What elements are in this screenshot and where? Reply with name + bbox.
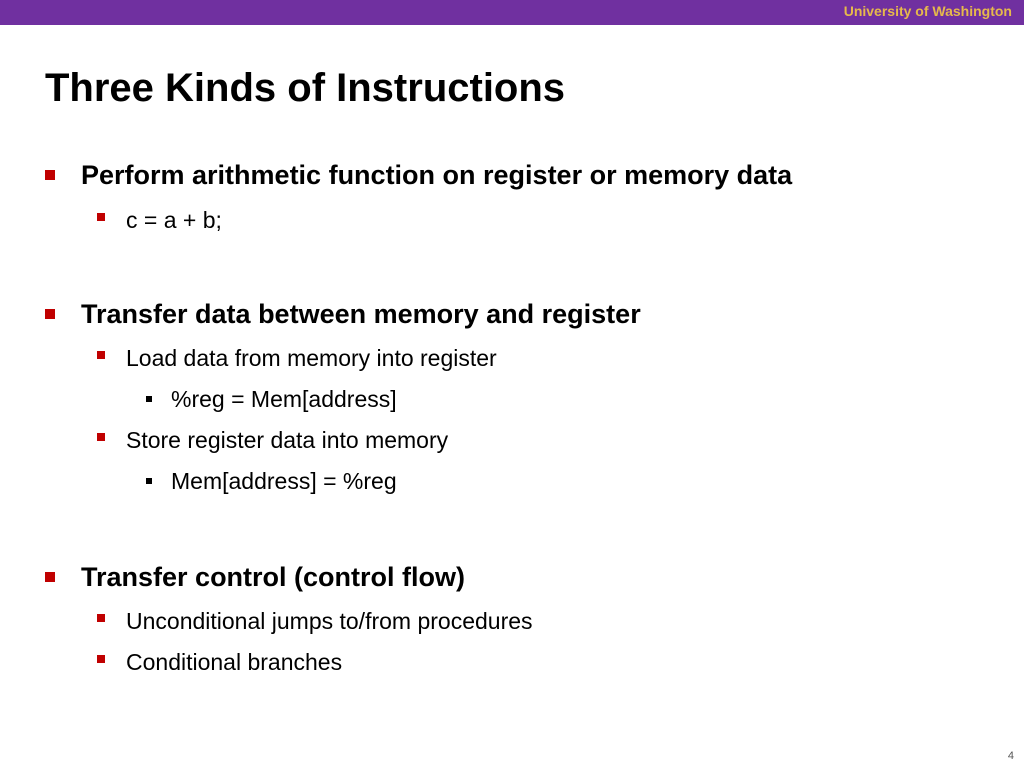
list-item: Store register data into memory xyxy=(97,426,448,454)
sub-list-item: %reg = Mem[address] xyxy=(146,385,397,413)
section-heading-text: Transfer data between memory and registe… xyxy=(81,299,641,329)
square-bullet-icon xyxy=(97,350,105,359)
list-item: Load data from memory into register xyxy=(97,344,497,372)
square-bullet-icon xyxy=(146,477,152,484)
sub-list-item: Mem[address] = %reg xyxy=(146,467,397,495)
square-bullet-icon xyxy=(45,571,55,582)
list-item-text: c = a + b; xyxy=(126,207,222,233)
square-bullet-icon xyxy=(97,613,105,622)
slide-title: Three Kinds of Instructions xyxy=(45,66,566,110)
sub-list-item-text: Mem[address] = %reg xyxy=(171,468,397,494)
list-item-text: Load data from memory into register xyxy=(126,345,497,371)
section-heading-text: Transfer control (control flow) xyxy=(81,562,466,592)
square-bullet-icon xyxy=(97,212,105,221)
square-bullet-icon xyxy=(146,395,152,402)
square-bullet-icon xyxy=(97,654,105,663)
section-heading-transfer-control: Transfer control (control flow) xyxy=(45,560,465,594)
section-heading-arithmetic: Perform arithmetic function on register … xyxy=(45,158,792,192)
header-bar: University of Washington xyxy=(0,0,1024,25)
list-item: Conditional branches xyxy=(97,648,342,676)
section-heading-text: Perform arithmetic function on register … xyxy=(81,160,793,190)
page-number: 4 xyxy=(1007,750,1014,762)
square-bullet-icon xyxy=(45,308,55,319)
square-bullet-icon xyxy=(45,169,55,180)
list-item: Unconditional jumps to/from procedures xyxy=(97,607,533,635)
square-bullet-icon xyxy=(97,432,105,441)
sub-list-item-text: %reg = Mem[address] xyxy=(171,386,397,412)
list-item-text: Store register data into memory xyxy=(126,427,449,453)
list-item-text: Conditional branches xyxy=(126,649,343,675)
list-item: c = a + b; xyxy=(97,206,222,234)
institution-label: University of Washington xyxy=(843,3,1012,19)
section-heading-transfer-data: Transfer data between memory and registe… xyxy=(45,297,641,331)
list-item-text: Unconditional jumps to/from procedures xyxy=(126,608,533,634)
